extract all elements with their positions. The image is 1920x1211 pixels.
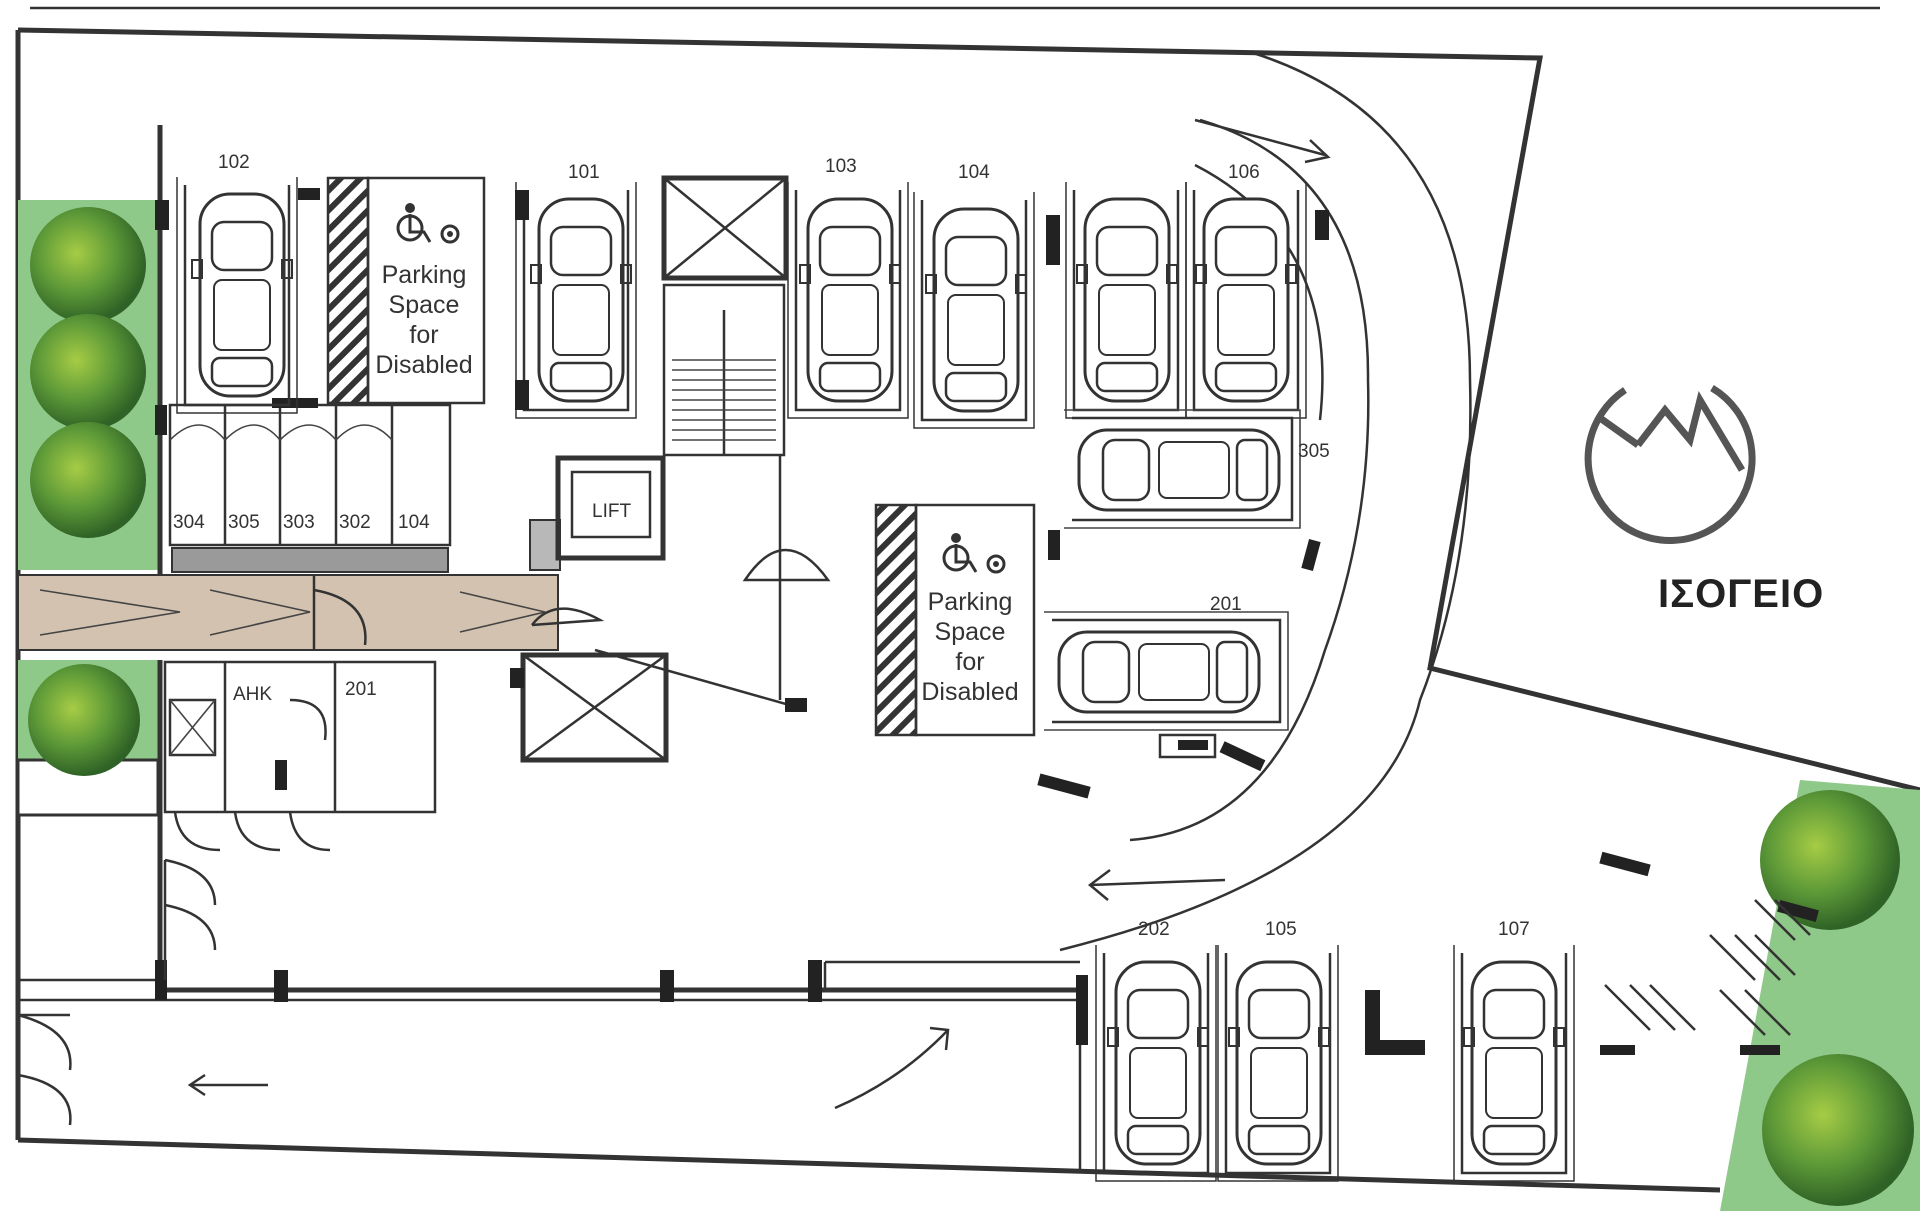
parking-number: 103 bbox=[825, 156, 857, 177]
storage-rooms-top: 304 305 303 302 104 bbox=[168, 398, 452, 547]
storage-label: 303 bbox=[283, 512, 315, 533]
parking-bottom-row: 202 105 107 bbox=[1094, 851, 1819, 1183]
disabled-label-line: Space bbox=[389, 291, 460, 319]
parking-number: 105 bbox=[1265, 919, 1297, 940]
entrance-doors bbox=[17, 858, 217, 1126]
wheelchair-icon bbox=[396, 201, 460, 244]
lift-label: LIFT bbox=[592, 501, 631, 522]
parking-number: 106 bbox=[1228, 162, 1260, 183]
corridor bbox=[17, 519, 605, 651]
storage-label: 305 bbox=[228, 512, 260, 533]
storage-rooms-bottom: ΑΗΚ 201 bbox=[163, 660, 437, 852]
disabled-label-line: Disabled bbox=[921, 678, 1018, 706]
bicycle-racks bbox=[1600, 899, 1811, 1055]
disabled-bay-middle: Parking Space for Disabled bbox=[874, 503, 1036, 737]
parking-number: 104 bbox=[958, 162, 990, 183]
parking-number: 305 bbox=[1298, 441, 1330, 462]
disabled-label-line: Space bbox=[935, 618, 1006, 646]
storage-label: 201 bbox=[345, 679, 377, 700]
storage-label: 304 bbox=[173, 512, 205, 533]
landscape-right bbox=[1720, 780, 1920, 1211]
parking-side: 305 201 bbox=[1037, 409, 1330, 799]
floor-title: ΙΣΟΓΕΙΟ bbox=[1658, 572, 1824, 616]
disabled-label-line: Disabled bbox=[375, 351, 472, 379]
landscape-left bbox=[16, 200, 160, 817]
stair-core: LIFT bbox=[510, 175, 831, 763]
logo bbox=[1584, 384, 1756, 544]
disabled-bay-top: Parking Space for Disabled bbox=[326, 176, 486, 405]
parking-top-row: 102 101 103 104 106 bbox=[155, 152, 1329, 435]
disabled-label-line: for bbox=[409, 321, 438, 349]
storage-label: 302 bbox=[339, 512, 371, 533]
storage-label: 104 bbox=[398, 512, 430, 533]
parking-number: 102 bbox=[218, 152, 250, 173]
parking-number: 202 bbox=[1138, 919, 1170, 940]
disabled-label-line: Parking bbox=[382, 261, 467, 289]
wheelchair-icon bbox=[942, 531, 1006, 574]
disabled-label-line: Parking bbox=[928, 588, 1013, 616]
parking-number: 101 bbox=[568, 162, 600, 183]
parking-number: 107 bbox=[1498, 919, 1530, 940]
disabled-label-line: for bbox=[955, 648, 984, 676]
storage-label: ΑΗΚ bbox=[233, 684, 272, 705]
parking-number: 201 bbox=[1210, 594, 1242, 615]
